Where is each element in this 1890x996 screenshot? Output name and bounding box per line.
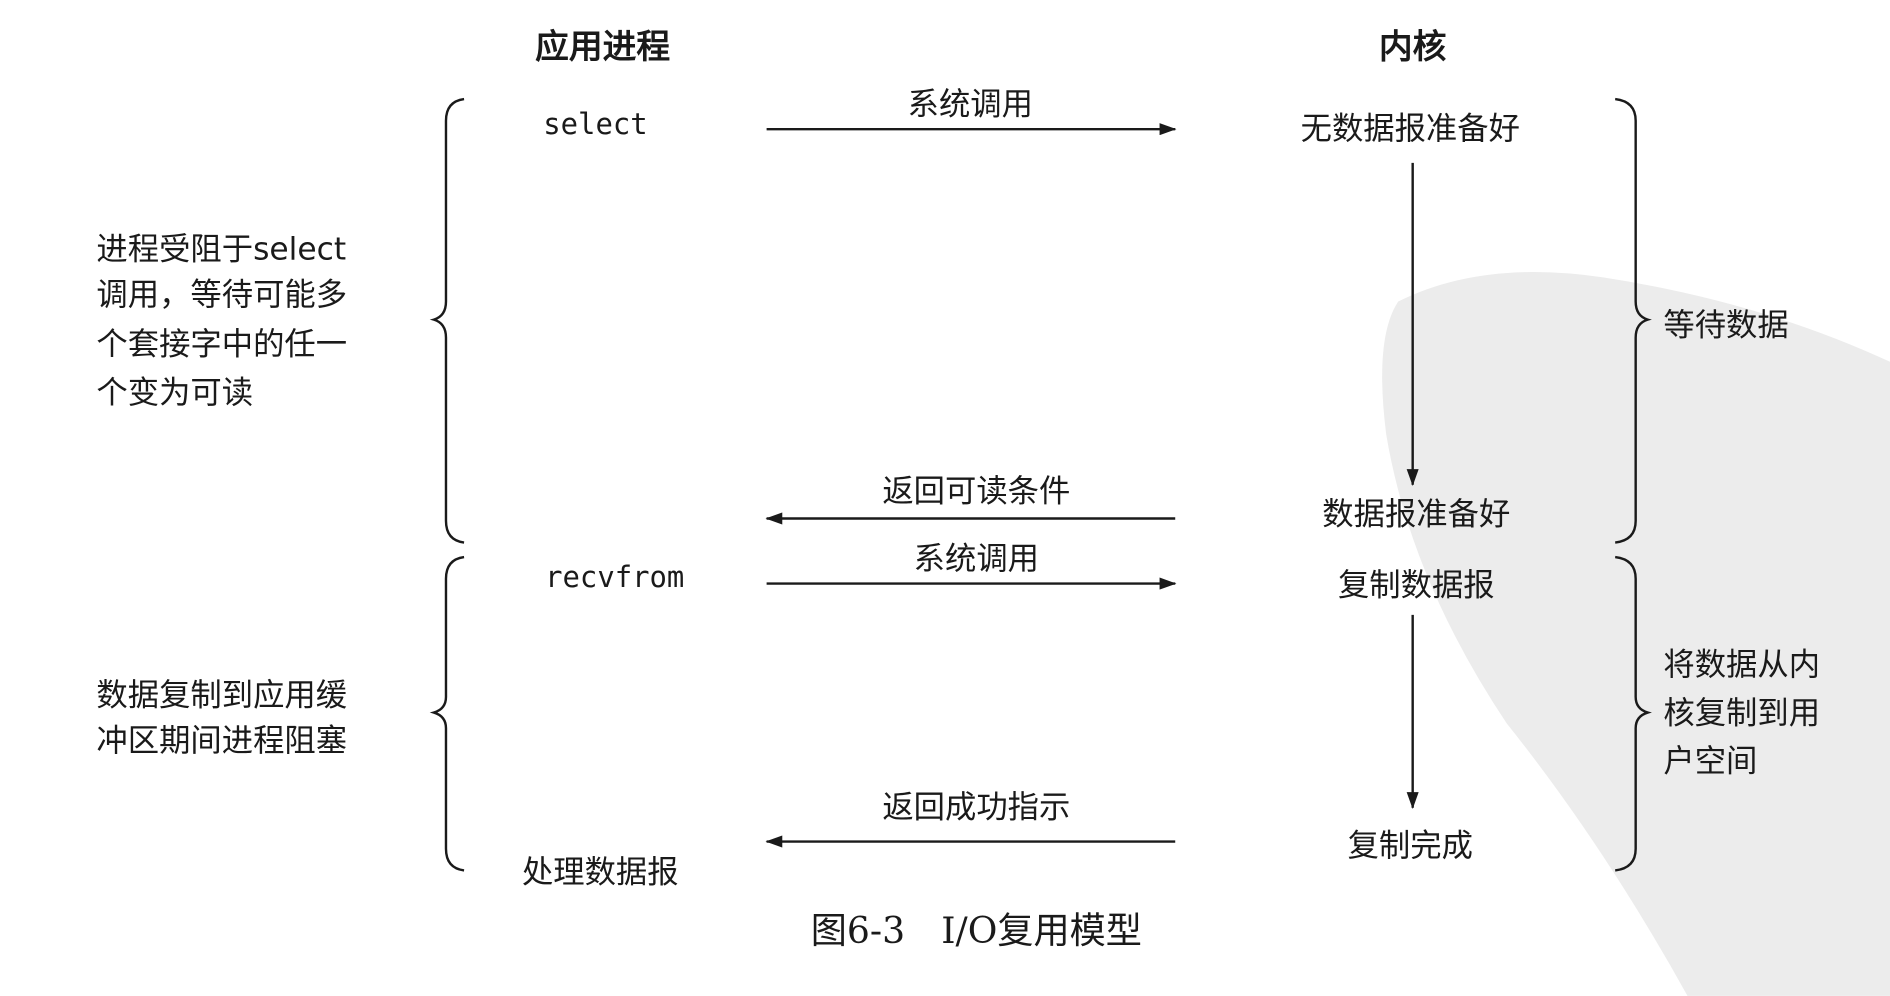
right-brace-wait	[1615, 97, 1652, 544]
note-line: 调用，等待可能多	[96, 277, 347, 313]
note-line: 个套接字中的任一	[96, 327, 347, 363]
left-brace-select	[429, 97, 465, 544]
note-line: 个变为可读	[96, 375, 253, 411]
note-line: 数据复制到应用缓	[96, 677, 347, 713]
note-line: 冲区期间进程阻塞	[96, 723, 347, 759]
label-syscall-1: 系统调用	[908, 87, 1033, 123]
note-line: 进程受阻于select	[96, 231, 346, 267]
copy-datagram: 复制数据报	[1338, 568, 1495, 604]
recvfrom-call: recvfrom	[545, 560, 684, 594]
note-line: 核复制到用	[1663, 695, 1820, 731]
left-brace-copy	[429, 555, 465, 872]
note-blocked-copy: 数据复制到应用缓 冲区期间进程阻塞	[96, 677, 347, 759]
figure-caption: 图6-3 I/O复用模型	[811, 909, 1142, 952]
no-datagram-ready: 无数据报准备好	[1301, 111, 1520, 147]
header-app-process: 应用进程	[535, 27, 670, 66]
note-copy-to-user: 将数据从内 核复制到用 户空间	[1663, 647, 1820, 779]
select-call: select	[543, 107, 647, 141]
note-wait-data: 等待数据	[1663, 307, 1788, 343]
process-datagram: 处理数据报	[522, 855, 679, 891]
label-syscall-2: 系统调用	[914, 541, 1039, 577]
header-kernel: 内核	[1379, 27, 1447, 66]
copy-complete: 复制完成	[1348, 828, 1473, 864]
note-blocked-select: 进程受阻于select 调用，等待可能多 个套接字中的任一 个变为可读	[96, 231, 347, 410]
datagram-ready: 数据报准备好	[1322, 497, 1510, 533]
right-brace-copy	[1615, 555, 1652, 872]
label-return-readable: 返回可读条件	[882, 474, 1070, 510]
label-return-success: 返回成功指示	[882, 789, 1070, 825]
note-line: 将数据从内	[1663, 647, 1820, 683]
note-line: 户空间	[1663, 744, 1757, 780]
